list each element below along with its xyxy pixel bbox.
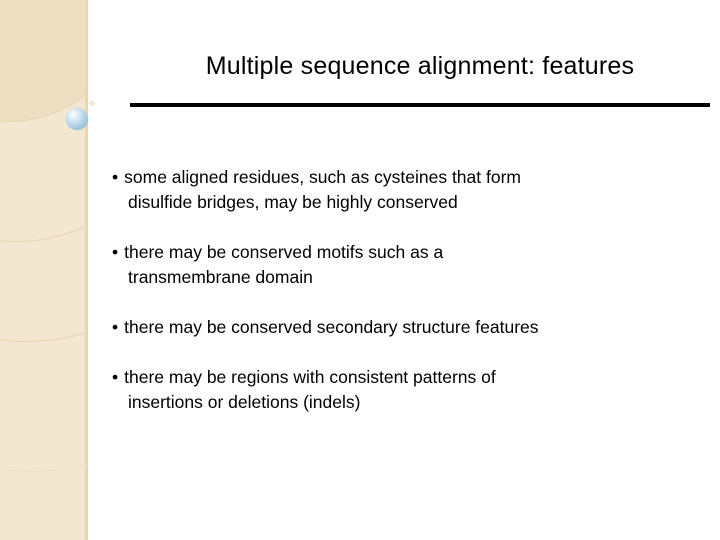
decorative-left-band [0, 0, 88, 540]
list-item-line1: there may be conserved motifs such as a [124, 242, 444, 262]
list-item-line2: insertions or deletions (indels) [128, 392, 361, 412]
list-item: •some aligned residues, such as cysteine… [112, 165, 712, 215]
list-item-line2: transmembrane domain [128, 267, 313, 287]
decorative-arc-4 [0, 0, 88, 472]
decorative-sphere-icon [66, 108, 88, 130]
list-item: •there may be regions with consistent pa… [112, 365, 712, 415]
list-item: •there may be conserved motifs such as a… [112, 240, 712, 290]
list-item-line1: some aligned residues, such as cysteines… [124, 167, 522, 187]
page-title: Multiple sequence alignment: features [205, 52, 635, 80]
bullet-marker-icon: • [112, 167, 119, 187]
bullet-marker-icon: • [112, 242, 119, 262]
bullet-marker-icon: • [112, 317, 119, 337]
list-item-line2: disulfide bridges, may be highly conserv… [128, 192, 458, 212]
band-edge-line [85, 0, 88, 540]
list-item-line1: there may be conserved secondary structu… [124, 317, 539, 337]
bullet-marker-icon: • [112, 367, 119, 387]
bullet-list: •some aligned residues, such as cysteine… [112, 165, 712, 440]
list-item: •there may be conserved secondary struct… [112, 315, 712, 340]
title-underline-rule [130, 103, 710, 107]
list-item-line1: there may be regions with consistent pat… [124, 367, 496, 387]
sparkle-icon: ✧ [88, 99, 97, 110]
